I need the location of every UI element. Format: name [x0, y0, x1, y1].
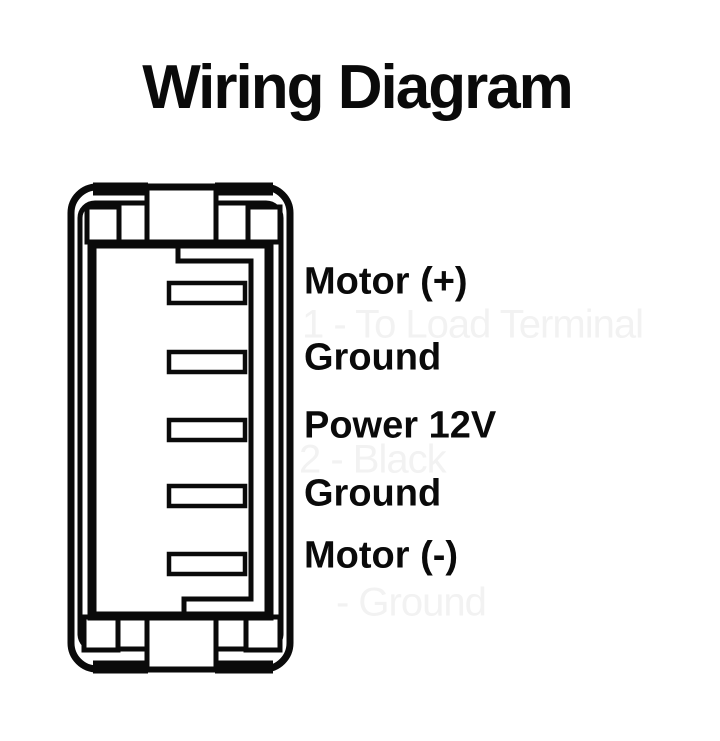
mounting-tab-bottom-left [81, 614, 121, 653]
pin-label-ground-1: Ground [304, 336, 442, 379]
pin-slot-4 [166, 483, 248, 509]
pin-slot-2 [166, 349, 248, 375]
mounting-tab-bottom-right [243, 614, 283, 653]
pin-label-motor-negative: Motor (-) [304, 534, 459, 577]
mounting-tab-top-right [245, 204, 283, 245]
latch-tab-bottom-center [144, 614, 219, 672]
mounting-tab-top-left [84, 204, 122, 245]
pin-label-motor-positive: Motor (+) [304, 260, 468, 303]
pin-label-ground-2: Ground [304, 472, 442, 515]
cavity-keying-wall [175, 248, 254, 613]
pin-slot-5 [166, 551, 248, 577]
watermark-line-3: - Ground [336, 580, 487, 625]
watermark-line-1: 1 - To Load Terminal [302, 302, 644, 347]
page-title: Wiring Diagram [142, 53, 574, 122]
watermark-line-2: 2 - Black [299, 437, 447, 482]
pin-slot-1 [166, 280, 248, 306]
pin-label-power-12v: Power 12V [304, 404, 497, 447]
pin-slot-3 [166, 417, 248, 443]
latch-tab-top-center [144, 185, 219, 246]
